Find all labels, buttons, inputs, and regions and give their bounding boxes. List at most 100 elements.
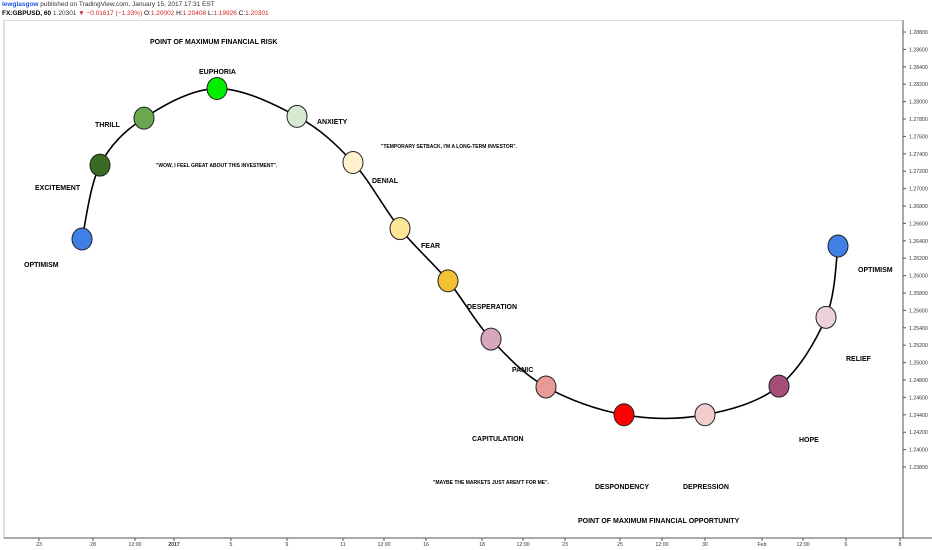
- x-tick-label: 12:00: [797, 542, 810, 548]
- change-arrow-icon: ▼: [78, 10, 85, 17]
- y-tick-label: 1.24600: [909, 395, 928, 401]
- quote-setback: "TEMPORARY SETBACK, I'M A LONG-TERM INVE…: [381, 144, 518, 150]
- x-tick-label: 18: [479, 542, 485, 548]
- y-tick-label: 1.28800: [909, 30, 928, 36]
- x-tick-label: 16: [423, 542, 429, 548]
- chart-canvas[interactable]: 1.288001.286001.284001.282001.280001.278…: [0, 20, 932, 550]
- x-tick-label: 12:00: [129, 542, 142, 548]
- label-panic: PANIC: [512, 367, 533, 374]
- x-tick-label: 5: [230, 542, 233, 548]
- y-tick-label: 1.26400: [909, 239, 928, 245]
- label-despondency: DESPONDENCY: [595, 484, 649, 491]
- marker-despondency: [613, 403, 635, 427]
- x-tick-label: 23: [36, 542, 42, 548]
- y-tick-label: 1.27000: [909, 187, 928, 193]
- chart-axes: [3, 20, 932, 539]
- quote-wow: "WOW, I FEEL GREAT ABOUT THIS INVESTMENT…: [156, 163, 278, 169]
- emotion-labels: OPTIMISM EXCITEMENT THRILL EUPHORIA ANXIETY D…: [24, 69, 893, 491]
- chart-header: lewglasgow published on TradingView.com,…: [2, 0, 602, 22]
- open-label: O:: [143, 10, 151, 17]
- y-tick-label: 1.24000: [909, 448, 928, 454]
- y-tick-label: 1.28200: [909, 82, 928, 88]
- emotion-markers: [71, 77, 849, 427]
- label-capitulation: CAPITULATION: [472, 436, 524, 443]
- high-value: 1.20408: [182, 10, 208, 17]
- y-tick-label: 1.28400: [909, 65, 928, 71]
- author-link[interactable]: lewglasgow: [2, 1, 39, 8]
- close-label: C:: [238, 10, 246, 17]
- marker-excitement: [89, 153, 111, 177]
- x-tick-label: 12:00: [378, 542, 391, 548]
- label-euphoria: EUPHORIA: [199, 69, 236, 76]
- y-tick-label: 1.25400: [909, 326, 928, 332]
- ohlc-line: FX:GBPUSD, 60 1.20301 ▼ −0.01617 (−1.33%…: [2, 9, 602, 18]
- label-excitement: EXCITEMENT: [35, 185, 81, 192]
- marker-optimism: [71, 227, 93, 251]
- marker-panic: [480, 327, 502, 351]
- marker-denial: [342, 151, 364, 174]
- x-tick-label: 2017: [168, 542, 180, 548]
- y-tick-label: 1.25200: [909, 343, 928, 349]
- y-tick-label: 1.23800: [909, 465, 928, 471]
- emotion-cycle-curve: [81, 87, 839, 420]
- marker-euphoria: [206, 77, 228, 101]
- publish-line: lewglasgow published on TradingView.com,…: [2, 0, 602, 9]
- x-tick-label: 30: [702, 542, 708, 548]
- y-tick-label: 1.25000: [909, 361, 928, 367]
- marker-capitulation: [535, 375, 557, 399]
- open-value: 1.20002: [150, 10, 177, 17]
- y-tick-label: 1.27400: [909, 152, 928, 158]
- price-scale[interactable]: 1.288001.286001.284001.282001.280001.278…: [903, 30, 928, 471]
- x-tick-label: 8: [899, 542, 902, 548]
- marker-anxiety: [286, 104, 308, 128]
- symbol-label[interactable]: FX:GBPUSD, 60: [2, 10, 52, 17]
- label-depression: DEPRESSION: [683, 484, 729, 491]
- label-fear: FEAR: [421, 243, 440, 250]
- y-tick-label: 1.27200: [909, 169, 928, 175]
- last-price: 1.20301: [51, 10, 79, 17]
- label-optimism: OPTIMISM: [24, 262, 59, 269]
- x-tick-label: 6: [845, 542, 848, 548]
- price-change: −0.01617 (−1.33%): [84, 10, 144, 17]
- marker-optimism-end: [827, 234, 849, 258]
- label-relief: RELIEF: [846, 356, 872, 363]
- label-thrill: THRILL: [95, 122, 121, 129]
- x-tick-label: 9: [286, 542, 289, 548]
- quote-maybe: "MAYBE THE MARKETS JUST AREN'T FOR ME".: [433, 480, 549, 486]
- max-opportunity-annotation: POINT OF MAXIMUM FINANCIAL OPPORTUNITY: [578, 518, 740, 525]
- y-tick-label: 1.26800: [909, 204, 928, 210]
- x-tick-label: 25: [617, 542, 623, 548]
- y-tick-label: 1.25800: [909, 291, 928, 297]
- y-tick-label: 1.25600: [909, 308, 928, 314]
- close-value: 1.20301: [245, 10, 269, 17]
- y-tick-label: 1.28000: [909, 100, 928, 106]
- label-desperation: DESPERATION: [467, 304, 517, 311]
- marker-hope: [768, 374, 790, 398]
- max-risk-annotation: POINT OF MAXIMUM FINANCIAL RISK: [150, 39, 277, 46]
- marker-depression: [694, 403, 716, 427]
- publish-info: published on TradingView.com, January 15…: [38, 1, 215, 8]
- y-tick-label: 1.26200: [909, 256, 928, 262]
- high-label: H:: [176, 10, 183, 17]
- y-tick-label: 1.24200: [909, 430, 928, 436]
- marker-fear: [389, 217, 411, 241]
- time-scale[interactable]: 23 28 12:00 2017 5 9 11 12:00 16 18 12:00 23 25 12:00…: [36, 538, 902, 548]
- y-tick-label: 1.26000: [909, 274, 928, 280]
- label-denial: DENIAL: [372, 178, 399, 185]
- label-hope: HOPE: [799, 437, 819, 444]
- y-tick-label: 1.24800: [909, 378, 928, 384]
- label-anxiety: ANXIETY: [317, 119, 348, 126]
- y-tick-label: 1.27600: [909, 134, 928, 140]
- y-tick-label: 1.24400: [909, 413, 928, 419]
- label-optimism-end: OPTIMISM: [858, 267, 893, 274]
- x-tick-label: 23: [562, 542, 568, 548]
- y-tick-label: 1.26600: [909, 221, 928, 227]
- x-tick-label: Feb: [758, 542, 767, 548]
- x-tick-label: 11: [340, 542, 345, 548]
- y-tick-label: 1.27800: [909, 117, 928, 123]
- low-label: L:: [207, 10, 214, 17]
- x-tick-label: 28: [90, 542, 96, 548]
- x-tick-label: 12:00: [656, 542, 669, 548]
- marker-desperation: [437, 269, 459, 293]
- annotations: POINT OF MAXIMUM FINANCIAL RISK POINT OF…: [150, 39, 740, 525]
